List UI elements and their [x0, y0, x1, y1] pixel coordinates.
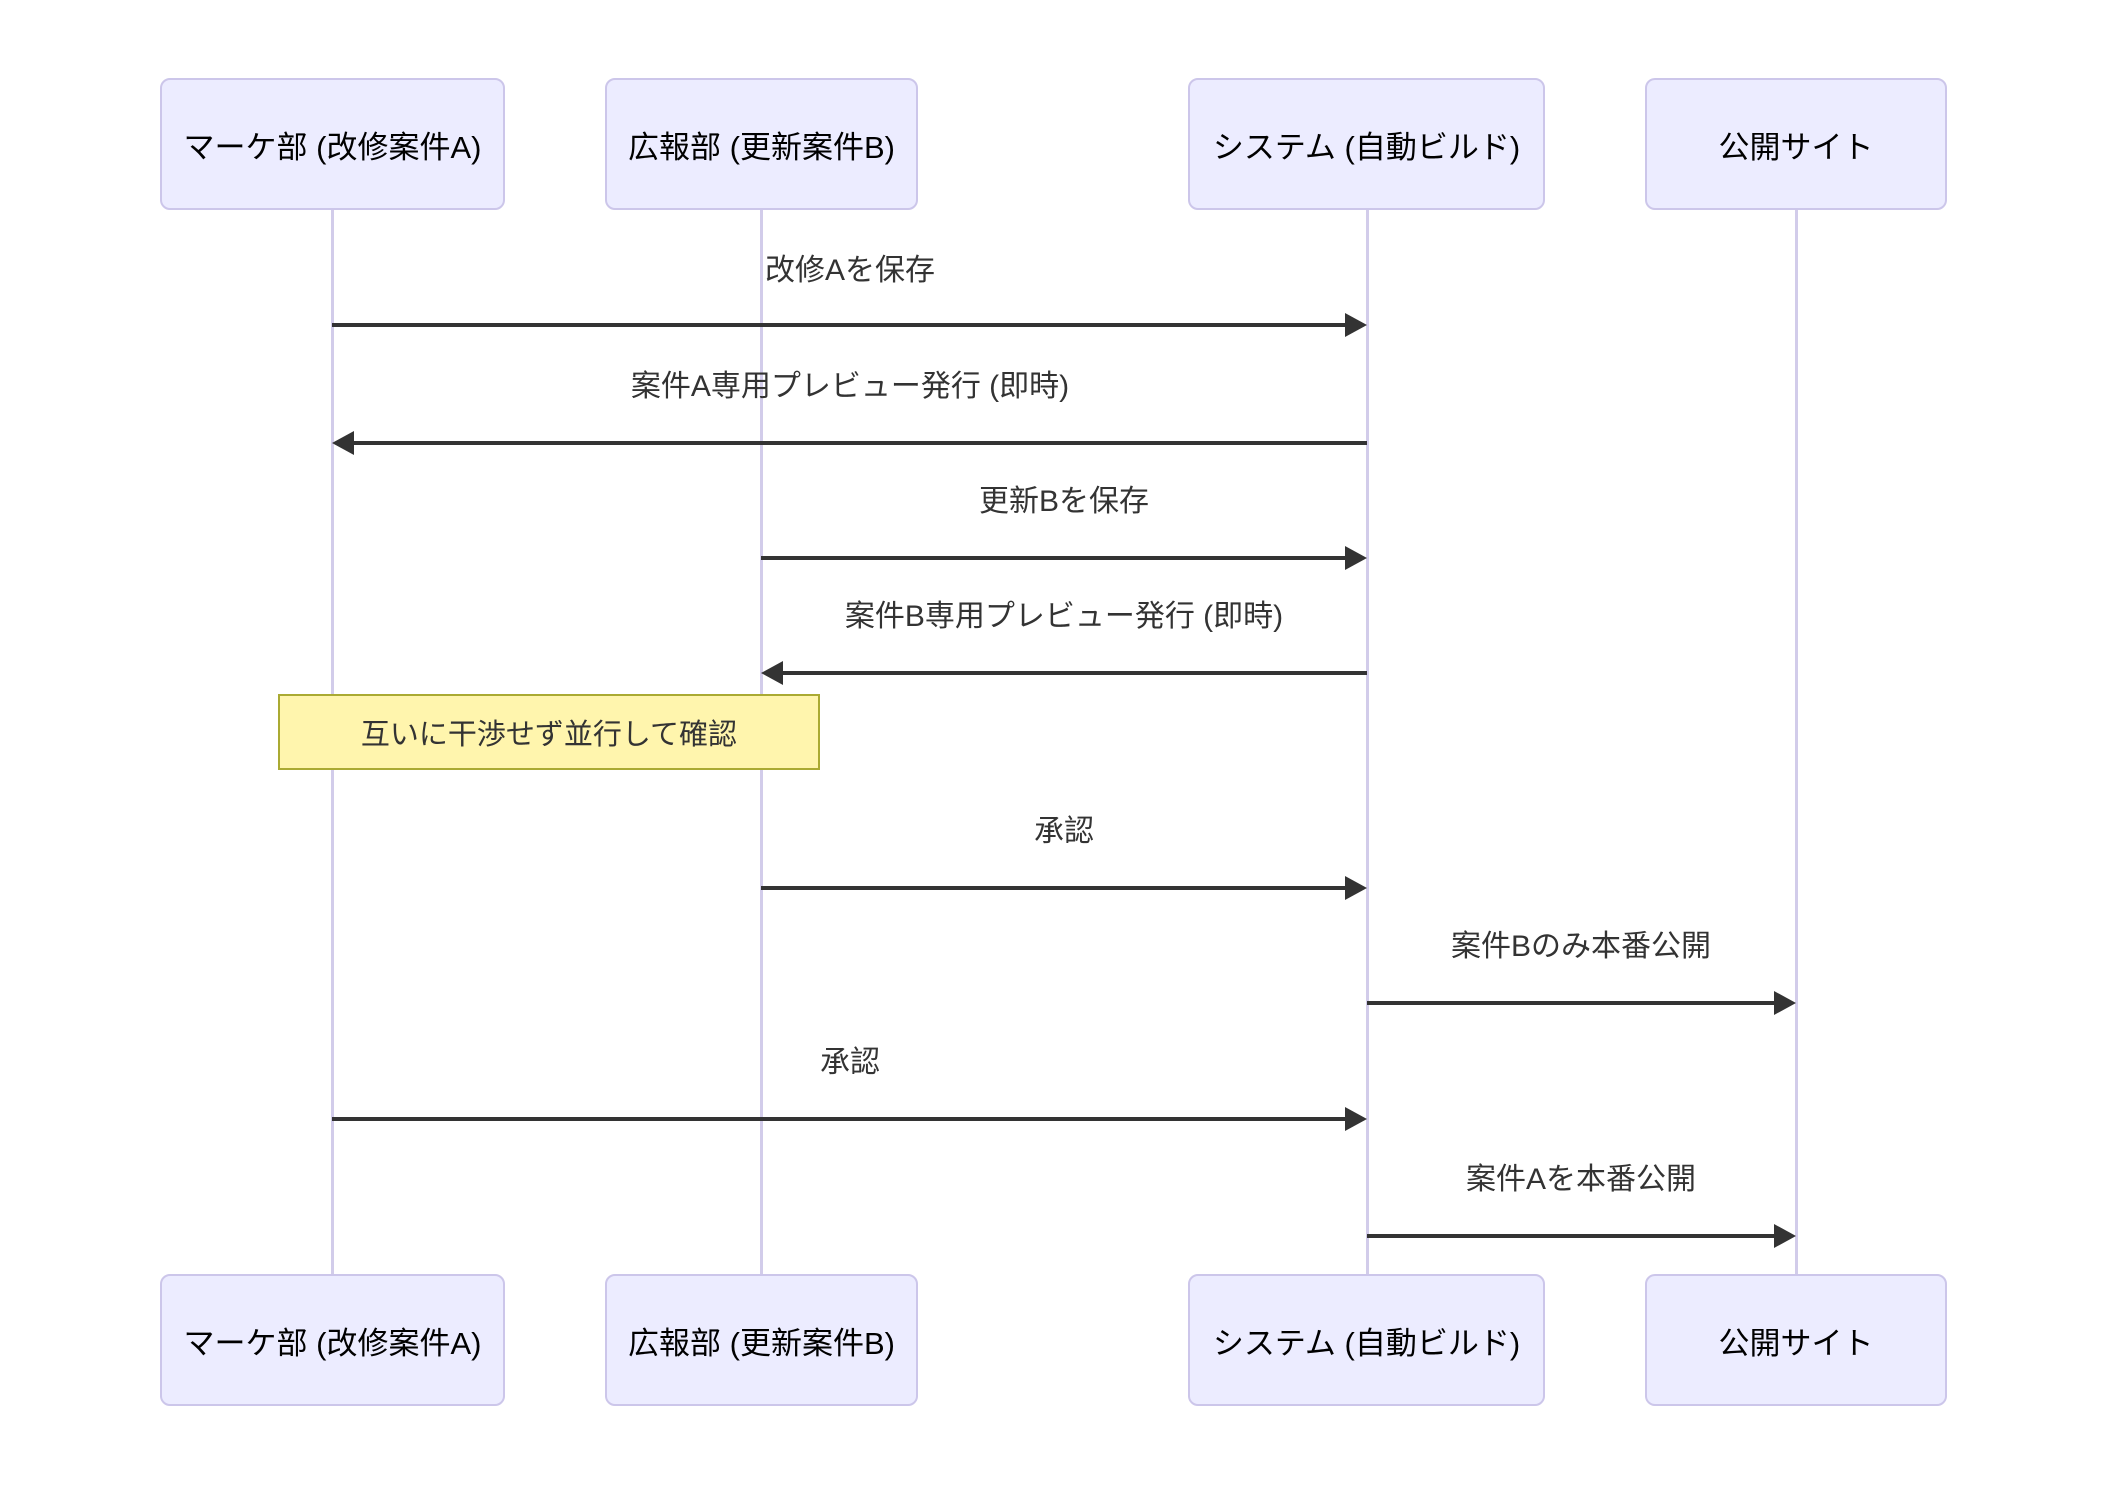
actor-label: 公開サイト [1718, 129, 1874, 165]
arrowhead-right-icon [1345, 313, 1367, 337]
message-6-arrow [1367, 1001, 1776, 1005]
arrowhead-right-icon [1345, 1107, 1367, 1131]
actor-label: システム (自動ビルド) [1212, 129, 1521, 165]
message-3-arrow [761, 556, 1347, 560]
actor-label: マーケ部 (改修案件A) [183, 129, 482, 165]
message-7-label: 承認 [820, 1046, 880, 1079]
arrowhead-left-icon [332, 431, 354, 455]
actor-bottom-marketing: マーケ部 (改修案件A) [160, 1274, 505, 1406]
message-2-arrow [354, 441, 1367, 445]
message-1-label: 改修Aを保存 [764, 254, 936, 287]
actor-label: 広報部 (更新案件B) [628, 1325, 895, 1361]
message-3-label: 更新Bを保存 [978, 485, 1150, 518]
arrowhead-right-icon [1345, 876, 1367, 900]
actor-label: マーケ部 (改修案件A) [183, 1325, 482, 1361]
actor-top-marketing: マーケ部 (改修案件A) [160, 78, 505, 210]
actor-label: 広報部 (更新案件B) [628, 129, 895, 165]
message-7-arrow [332, 1117, 1347, 1121]
message-2-label: 案件A専用プレビュー発行 (即時) [630, 370, 1070, 403]
actor-top-system: システム (自動ビルド) [1188, 78, 1545, 210]
message-1-arrow [332, 323, 1347, 327]
actor-label: 公開サイト [1718, 1325, 1874, 1361]
actor-top-site: 公開サイト [1645, 78, 1947, 210]
actor-bottom-pr: 広報部 (更新案件B) [605, 1274, 918, 1406]
message-8-arrow [1367, 1234, 1776, 1238]
actor-bottom-system: システム (自動ビルド) [1188, 1274, 1545, 1406]
arrowhead-right-icon [1774, 1224, 1796, 1248]
message-8-label: 案件Aを本番公開 [1465, 1163, 1697, 1196]
note-label: 互いに干渉せず並行して確認 [360, 719, 738, 751]
actor-bottom-site: 公開サイト [1645, 1274, 1947, 1406]
message-5-label: 承認 [1034, 815, 1094, 848]
actor-top-pr: 広報部 (更新案件B) [605, 78, 918, 210]
message-6-label: 案件Bのみ本番公開 [1450, 930, 1712, 963]
lifeline-site [1795, 210, 1798, 1274]
arrowhead-right-icon [1774, 991, 1796, 1015]
actor-label: システム (自動ビルド) [1212, 1325, 1521, 1361]
arrowhead-right-icon [1345, 546, 1367, 570]
arrowhead-left-icon [761, 661, 783, 685]
message-5-arrow [761, 886, 1347, 890]
message-4-arrow [783, 671, 1367, 675]
lifeline-system [1366, 210, 1369, 1274]
note-parallel-check: 互いに干渉せず並行して確認 [278, 694, 820, 770]
message-4-label: 案件B専用プレビュー発行 (即時) [844, 600, 1284, 633]
